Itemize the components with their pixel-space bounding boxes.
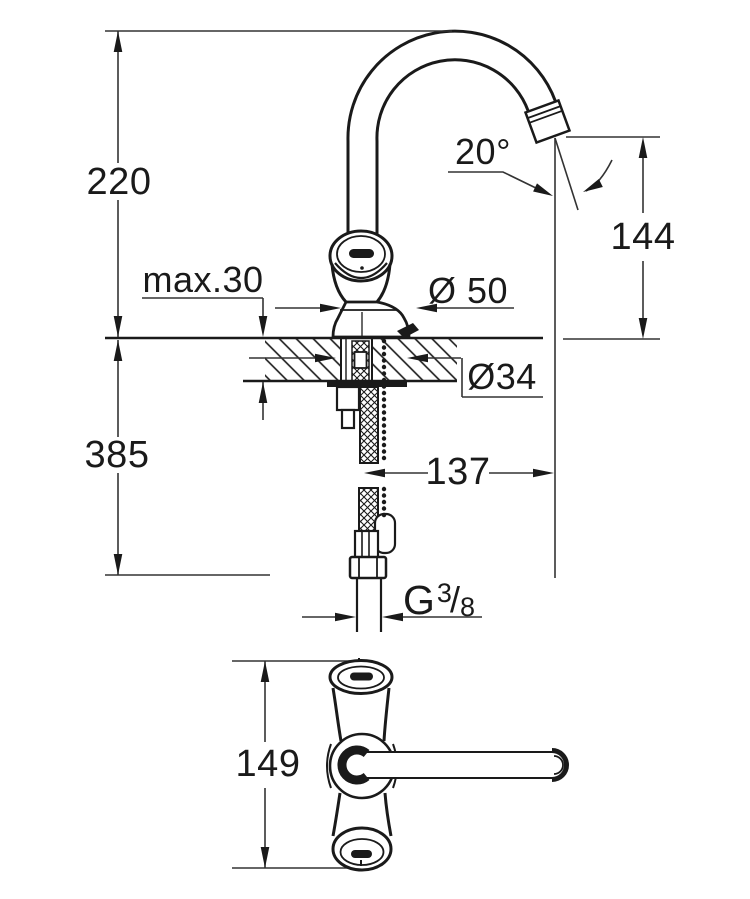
- dimension-arrows: [113, 31, 648, 622]
- arrow-down-icon: [113, 316, 123, 337]
- handle-indicator-dash: [351, 850, 372, 858]
- arrow-right-icon: [315, 353, 336, 363]
- dim-label-spout-angle: 20°: [455, 131, 511, 172]
- spout: [346, 29, 572, 237]
- top-view-arrows: [260, 661, 270, 868]
- hex-nut: [348, 555, 388, 580]
- braided-hose-upper: [359, 386, 379, 464]
- thread-slash: /: [449, 579, 460, 620]
- arrow-down-icon: [258, 316, 268, 337]
- arrow-right-icon: [335, 612, 356, 622]
- arrow-down-icon: [638, 318, 648, 339]
- arrow-angle-icon: [583, 179, 603, 192]
- arrow-right-icon: [533, 468, 554, 478]
- arrow-up-icon: [638, 137, 648, 158]
- handle-top: [328, 658, 394, 742]
- aerator-collar: [523, 98, 572, 145]
- chain-tab: [397, 323, 419, 338]
- dim-label-below-counter-length: 385: [84, 434, 150, 476]
- spout-end-cap: [551, 748, 569, 782]
- dim-label-thread-size: G3/8: [403, 580, 475, 621]
- arrow-up-icon: [113, 31, 123, 52]
- spout-angle-line: [554, 137, 579, 211]
- arrow-left-icon: [364, 468, 385, 478]
- arrow-left-icon: [416, 303, 437, 313]
- arrow-down-icon: [260, 847, 270, 868]
- faucet-body-hub: [326, 732, 569, 800]
- arrow-up-icon: [258, 382, 268, 403]
- handle-side-view: [328, 229, 394, 304]
- dim-label-base-diameter: Ø 50: [427, 270, 509, 311]
- mounting-washer: [327, 380, 407, 387]
- arrow-down-icon: [113, 554, 123, 575]
- dim-label-outlet-height: 144: [610, 216, 676, 258]
- dim-label-total-height: 220: [86, 161, 152, 203]
- arrow-up-icon: [113, 340, 123, 361]
- arrow-angle-icon: [533, 183, 553, 196]
- dim-label-mounting-thickness: max.30: [142, 259, 264, 300]
- supply-hose: [335, 385, 397, 632]
- crimp-sleeve: [353, 529, 380, 560]
- spout-pipe-top-view: [362, 748, 569, 782]
- dim-label-spout-reach: 137: [425, 451, 491, 493]
- arrow-left-icon: [407, 353, 428, 363]
- arrow-right-icon: [320, 303, 341, 313]
- angle-leader-line: [448, 171, 541, 191]
- countertop-cross-section: [105, 336, 543, 383]
- arrow-left-icon: [382, 612, 403, 622]
- dimension-lines: [105, 30, 660, 618]
- handle-indicator-dash: [350, 672, 373, 681]
- top-view: [232, 658, 569, 872]
- dim-label-hole-diameter: Ø34: [467, 356, 537, 397]
- thread-prefix: G: [403, 577, 435, 623]
- arrow-up-icon: [260, 661, 270, 682]
- mounting-base: [331, 300, 419, 339]
- thread-denominator: 8: [459, 592, 475, 622]
- dim-label-top-view-height: 149: [235, 743, 301, 785]
- mounting-shank: [327, 340, 407, 387]
- spout-joint-ring: [337, 745, 370, 785]
- thread-numerator: 3: [436, 578, 452, 608]
- side-view: [105, 29, 660, 632]
- handle-indicator-dash: [349, 249, 374, 258]
- handle-bottom: [331, 792, 393, 872]
